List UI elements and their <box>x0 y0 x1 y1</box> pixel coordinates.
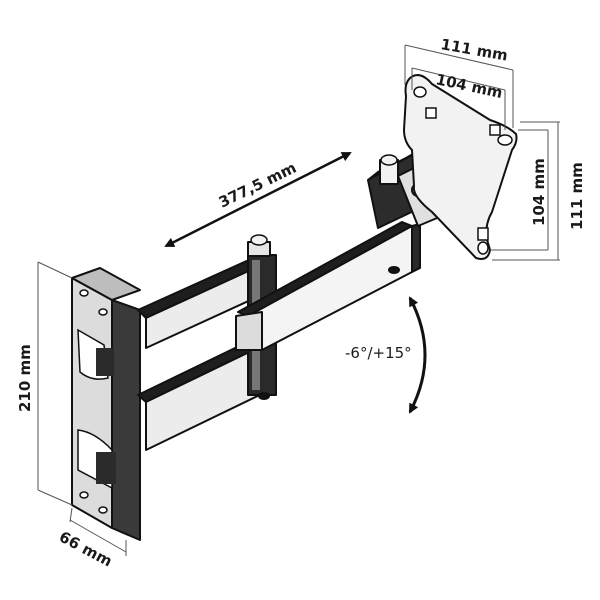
plate-width-outer-label: 111 mm <box>439 35 509 64</box>
arm-extension-arrow <box>164 151 352 248</box>
mount-hole-top-left <box>413 86 427 98</box>
dimension-lines <box>37 44 560 556</box>
mount-hole-bottom-right <box>477 241 489 255</box>
lower-arm <box>137 254 271 451</box>
plate-height-inner-label: 104 mm <box>530 158 548 226</box>
tilt-arrow <box>408 296 427 414</box>
tilt-range-label: -6°/+15° <box>345 344 412 362</box>
mount-hole-top-right <box>497 134 513 146</box>
plate-height-outer-label: 111 mm <box>568 162 586 230</box>
wall-plate-depth-label: 66 mm <box>56 528 115 571</box>
wall-plate-height-label: 210 mm <box>16 344 34 412</box>
upper-arm <box>235 221 421 351</box>
wall-plate <box>71 267 141 541</box>
